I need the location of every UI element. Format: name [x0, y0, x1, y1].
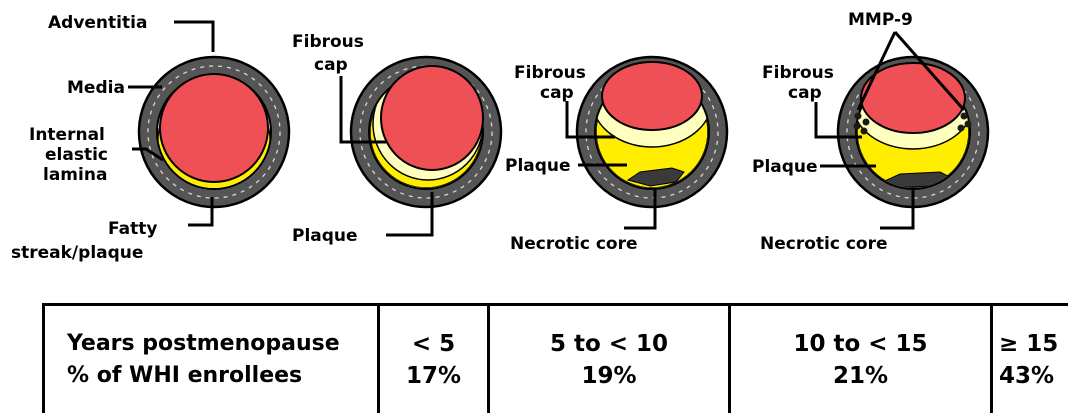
table-row-labels: Years postmenopause % of WHI enrollees: [45, 306, 380, 413]
percent-value: 17%: [406, 360, 461, 392]
atherosclerosis-progression-diagram: Adventitia Media Internal elastic lamina…: [0, 0, 1068, 300]
label-fatty-streak-2: streak/plaque: [11, 243, 143, 263]
percent-value: 21%: [833, 360, 888, 392]
vessel-stage-1: [139, 57, 289, 207]
lumen: [602, 62, 702, 130]
label-internal-elastic-lamina-3: lamina: [43, 165, 107, 185]
label-internal-elastic-lamina-1: Internal: [29, 125, 105, 145]
label-fibrous-cap-4-line2: cap: [788, 83, 822, 103]
row-label-percent: % of WHI enrollees: [67, 360, 302, 392]
years-value: 10 to < 15: [793, 328, 927, 360]
row-label-years: Years postmenopause: [67, 328, 340, 360]
label-necrotic-core-4: Necrotic core: [760, 234, 888, 254]
years-value: ≥ 15: [999, 328, 1058, 360]
vessel-stage-4: [838, 57, 988, 207]
label-fibrous-cap-4-line1: Fibrous: [762, 63, 834, 83]
label-plaque-3: Plaque: [505, 156, 571, 176]
vessel-stage-3: [577, 53, 727, 207]
years-value: < 5: [412, 328, 455, 360]
years-value: 5 to < 10: [550, 328, 668, 360]
table-column: 10 to < 15 21%: [731, 306, 993, 413]
label-fibrous-cap-2-line1: Fibrous: [292, 32, 364, 52]
label-plaque-2: Plaque: [292, 226, 358, 246]
lumen: [381, 66, 483, 170]
table-column: 5 to < 10 19%: [490, 306, 731, 413]
label-internal-elastic-lamina-2: elastic: [45, 145, 108, 165]
label-necrotic-core-3: Necrotic core: [510, 234, 638, 254]
label-fatty-streak-1: Fatty: [108, 219, 157, 239]
table-column: ≥ 15 43%: [993, 306, 1068, 413]
lumen: [160, 74, 268, 182]
percent-value: 19%: [581, 360, 636, 392]
label-adventitia: Adventitia: [48, 13, 147, 33]
label-fibrous-cap-3-line1: Fibrous: [514, 63, 586, 83]
label-fibrous-cap-2-line2: cap: [314, 55, 348, 75]
percent-value: 43%: [999, 360, 1054, 392]
label-media: Media: [67, 78, 125, 98]
vessel-stage-2: [351, 57, 501, 207]
label-fibrous-cap-3-line2: cap: [540, 83, 574, 103]
label-plaque-4: Plaque: [752, 157, 818, 177]
label-mmp9: MMP-9: [848, 10, 913, 30]
postmenopause-table: Years postmenopause % of WHI enrollees <…: [42, 303, 1068, 413]
table-column: < 5 17%: [380, 306, 490, 413]
